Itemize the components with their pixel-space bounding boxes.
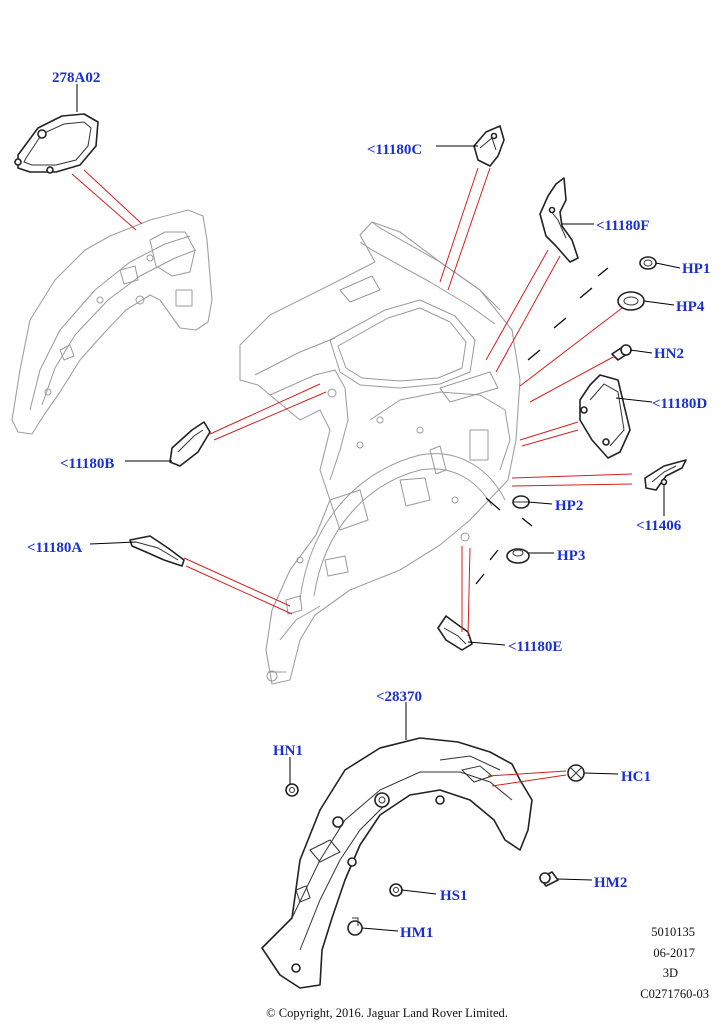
callout-278A02[interactable]: 278A02	[52, 70, 100, 86]
side-panel-assembly	[11, 209, 213, 435]
meta-figure-id: C0271760-03	[640, 987, 709, 1001]
callout-11180A[interactable]: <11180A	[27, 540, 82, 556]
callout-11180D[interactable]: <11180D	[652, 396, 707, 412]
part-HM1-screw[interactable]	[347, 917, 363, 936]
body-side-structure	[239, 221, 521, 685]
part-28370-wheel-arch-liner[interactable]	[261, 737, 533, 989]
callout-labels: 278A02 <11180C <11180F HP1 HP4 HN2 <1118…	[27, 70, 710, 941]
part-11180A-reinforcement[interactable]	[129, 535, 185, 567]
part-HC1-clip[interactable]	[567, 764, 585, 782]
callout-11406[interactable]: <11406	[636, 518, 682, 534]
callout-HP2[interactable]: HP2	[555, 498, 583, 514]
callout-11180F[interactable]: <11180F	[596, 218, 650, 234]
meta-date: 06-2017	[653, 946, 695, 960]
meta-code: 5010135	[651, 925, 695, 939]
reference-lines	[71, 167, 633, 787]
callout-HC1[interactable]: HC1	[621, 769, 651, 785]
callout-HN2[interactable]: HN2	[654, 346, 684, 362]
callout-HP4[interactable]: HP4	[676, 299, 705, 315]
callout-HP1[interactable]: HP1	[682, 261, 710, 277]
part-HN1-nut[interactable]	[285, 783, 299, 797]
part-HP1-plug[interactable]	[639, 256, 657, 270]
copyright-text: © Copyright, 2016. Jaguar Land Rover Lim…	[266, 1006, 508, 1020]
callout-HN1[interactable]: HN1	[273, 743, 303, 759]
part-278A02-gasket[interactable]	[14, 113, 99, 174]
callout-HM2[interactable]: HM2	[594, 875, 627, 891]
part-HM2-screw[interactable]	[539, 871, 559, 887]
leader-lines	[76, 84, 681, 932]
part-HP4-plug[interactable]	[617, 291, 645, 311]
alignment-dashes	[475, 267, 609, 585]
callout-11180E[interactable]: <11180E	[508, 639, 562, 655]
part-11180C-bracket[interactable]	[473, 125, 505, 167]
callout-HS1[interactable]: HS1	[440, 888, 468, 904]
part-HP2-plug[interactable]	[512, 495, 530, 509]
callout-HM1[interactable]: HM1	[400, 925, 433, 941]
part-HP3-plug[interactable]	[506, 548, 530, 564]
part-HN2-nut[interactable]	[611, 344, 632, 361]
figure-metadata: 5010135 06-2017 3D C0271760-03	[640, 925, 709, 1001]
part-HS1-screw[interactable]	[389, 883, 403, 897]
callout-11180C[interactable]: <11180C	[367, 142, 422, 158]
meta-view: 3D	[663, 966, 678, 980]
part-11180D-panel[interactable]	[579, 374, 631, 459]
callout-HP3[interactable]: HP3	[557, 548, 585, 564]
part-11180B-bracket[interactable]	[169, 421, 211, 467]
part-11406-bracket[interactable]	[644, 459, 687, 491]
callout-11180B[interactable]: <11180B	[60, 456, 114, 472]
part-11180F-bracket[interactable]	[539, 177, 579, 263]
part-11180E-bracket[interactable]	[437, 615, 473, 651]
callout-28370[interactable]: <28370	[376, 689, 422, 705]
